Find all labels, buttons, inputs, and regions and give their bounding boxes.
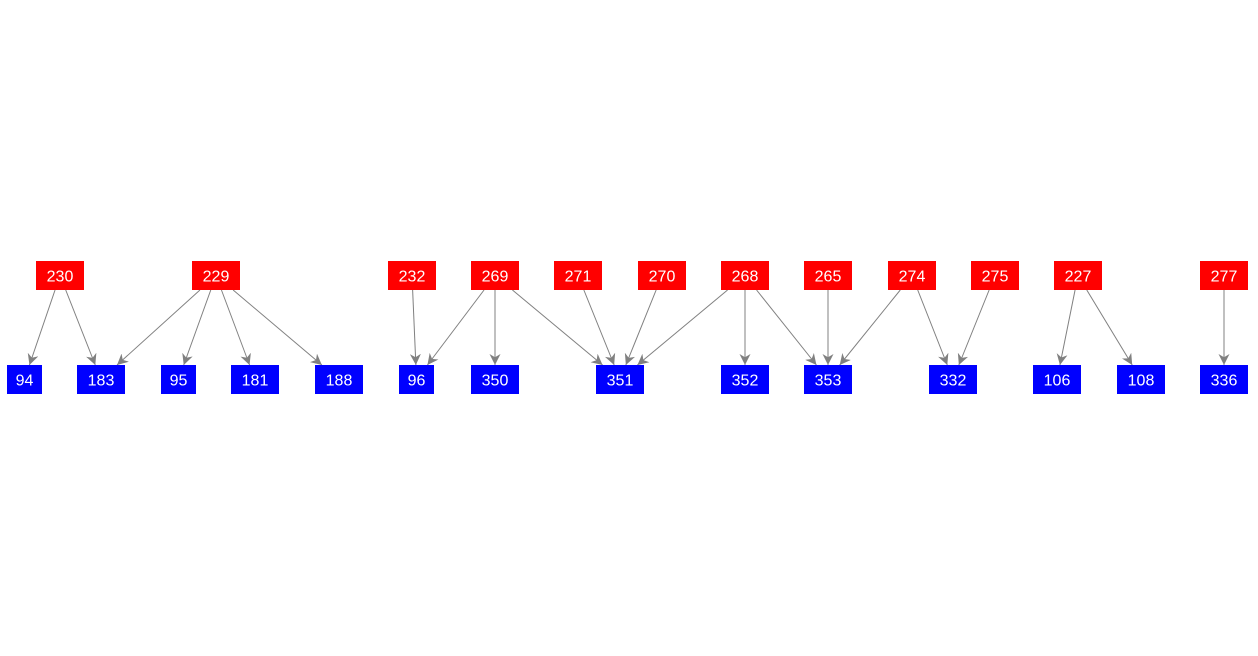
target-node-350[interactable]: 350 [471,365,519,394]
source-node-label: 274 [899,269,926,286]
source-node-label: 227 [1065,269,1092,286]
source-node-label: 269 [482,269,509,286]
target-node-351[interactable]: 351 [596,365,644,394]
source-node-label: 270 [649,269,676,286]
source-node-265[interactable]: 265 [804,261,852,290]
source-node-label: 229 [203,269,230,286]
edge-275-to-332 [957,289,990,366]
source-node-271[interactable]: 271 [554,261,602,290]
edge-274-to-353 [839,289,901,366]
target-node-box [721,365,769,394]
edge-270-to-351 [624,289,657,366]
edge-230-to-94 [27,289,56,366]
target-node-label: 350 [482,373,509,390]
target-node-label: 181 [242,373,269,390]
target-node-box [161,365,196,394]
edge-268-to-353 [756,289,817,366]
edge-229-to-183 [116,289,201,366]
source-node-269[interactable]: 269 [471,261,519,290]
target-node-106[interactable]: 106 [1033,365,1081,394]
target-node-336[interactable]: 336 [1200,365,1248,394]
target-node-box [596,365,644,394]
target-node-353[interactable]: 353 [804,365,852,394]
edge-232-to-96 [409,289,421,366]
target-node-label: 183 [88,373,115,390]
source-node-box [554,261,602,290]
target-node-label: 336 [1211,373,1238,390]
target-node-183[interactable]: 183 [77,365,125,394]
target-node-352[interactable]: 352 [721,365,769,394]
source-node-box [471,261,519,290]
target-node-label: 96 [408,373,426,390]
edge-227-to-106 [1056,289,1076,366]
target-node-box [929,365,977,394]
source-node-box [721,261,769,290]
source-node-label: 268 [732,269,759,286]
target-node-label: 351 [607,373,634,390]
source-node-label: 275 [982,269,1009,286]
target-node-label: 95 [170,373,188,390]
source-node-label: 277 [1211,269,1238,286]
edge-271-to-351 [583,289,616,366]
target-node-label: 108 [1128,373,1155,390]
target-node-95[interactable]: 95 [161,365,196,394]
source-node-box [1200,261,1248,290]
target-node-label: 106 [1044,373,1071,390]
source-node-275[interactable]: 275 [971,261,1019,290]
target-node-94[interactable]: 94 [7,365,42,394]
source-node-270[interactable]: 270 [638,261,686,290]
edges-layer [27,289,1230,366]
source-node-label: 271 [565,269,592,286]
source-node-227[interactable]: 227 [1054,261,1102,290]
edge-269-to-96 [427,289,485,366]
edge-274-to-332 [917,289,949,366]
edge-229-to-95 [182,289,212,366]
source-node-232[interactable]: 232 [388,261,436,290]
source-node-box [971,261,1019,290]
target-node-96[interactable]: 96 [399,365,434,394]
target-node-332[interactable]: 332 [929,365,977,394]
source-node-box [388,261,436,290]
edge-230-to-183 [65,289,97,366]
source-node-label: 232 [399,269,426,286]
target-node-box [315,365,363,394]
source-node-268[interactable]: 268 [721,261,769,290]
target-node-box [7,365,42,394]
source-node-box [1054,261,1102,290]
target-node-box [1033,365,1081,394]
source-node-box [36,261,84,290]
source-node-box [192,261,240,290]
target-node-box [77,365,125,394]
target-node-label: 353 [815,373,842,390]
edge-268-to-351 [637,289,728,366]
target-node-label: 332 [940,373,967,390]
target-node-box [471,365,519,394]
target-node-label: 94 [16,373,34,390]
source-node-box [804,261,852,290]
target-node-188[interactable]: 188 [315,365,363,394]
edge-269-to-351 [512,289,603,366]
source-node-229[interactable]: 229 [192,261,240,290]
target-node-181[interactable]: 181 [231,365,279,394]
target-node-box [1117,365,1165,394]
source-node-277[interactable]: 277 [1200,261,1248,290]
target-node-label: 352 [732,373,759,390]
source-node-274[interactable]: 274 [888,261,936,290]
target-node-label: 188 [326,373,353,390]
target-node-box [231,365,279,394]
source-node-label: 230 [47,269,74,286]
source-node-box [888,261,936,290]
target-node-box [399,365,434,394]
source-node-box [638,261,686,290]
edge-229-to-181 [220,289,251,366]
nodes-layer: 230 229 232 269 271 270 268 265 274 275 227 277 94 18… [7,261,1248,394]
source-node-label: 265 [815,269,842,286]
edge-227-to-108 [1086,289,1133,366]
edge-229-to-188 [232,289,323,366]
target-node-108[interactable]: 108 [1117,365,1165,394]
target-node-box [804,365,852,394]
target-node-box [1200,365,1248,394]
source-node-230[interactable]: 230 [36,261,84,290]
